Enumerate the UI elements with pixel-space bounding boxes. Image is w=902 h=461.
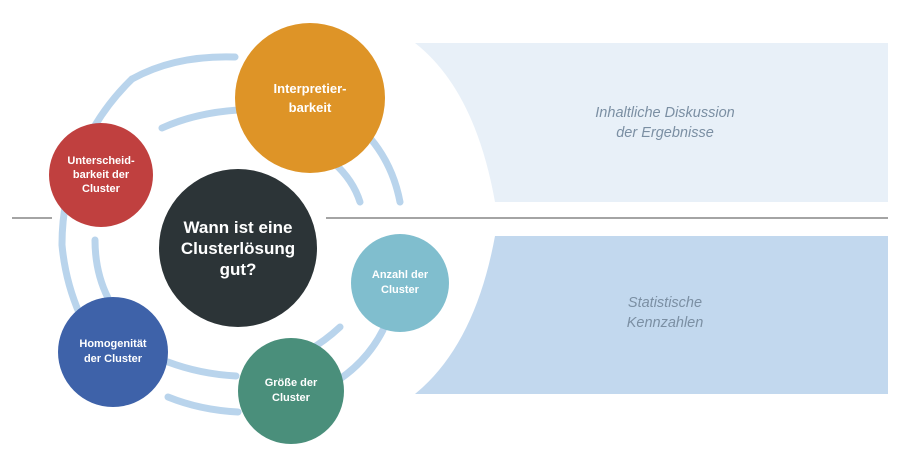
node-groesse: Größe der Cluster: [238, 338, 344, 444]
node-label: Anzahl der Cluster: [371, 269, 429, 296]
ring-inner-right-top: [330, 159, 364, 206]
panel-bottom-shape: [415, 236, 888, 394]
node-label: Größe der Cluster: [264, 377, 318, 404]
node-unterscheidbarkeit: Unterscheid- barkeit der Cluster: [49, 123, 153, 227]
ring-inner-top: [158, 106, 242, 132]
node-anzahl: Anzahl der Cluster: [351, 234, 449, 332]
ring-inner-left: [91, 236, 112, 302]
ring-outer-top: [128, 53, 239, 83]
center-node: Wann ist eine Clusterlösung gut?: [159, 169, 317, 327]
ring-inner-bottom: [164, 358, 240, 380]
node-label: Interpretier- barkeit: [273, 81, 347, 115]
ring-outer-bottom: [164, 393, 242, 416]
node-homogenitaet: Homogenität der Cluster: [58, 297, 168, 407]
node-label: Unterscheid- barkeit der Cluster: [67, 155, 135, 195]
ring-outer-right-top: [366, 134, 404, 206]
panel-top-label: Inhaltliche Diskussion der Ergebnisse: [595, 105, 735, 141]
center-label: Wann ist eine Clusterlösung gut?: [180, 217, 296, 279]
node-label: Homogenität der Cluster: [79, 338, 147, 365]
panel-top-shape: [415, 43, 888, 202]
panel-bottom-label: Statistische Kennzahlen: [626, 295, 704, 331]
node-interpretierbarkeit: Interpretier- barkeit: [235, 23, 385, 173]
